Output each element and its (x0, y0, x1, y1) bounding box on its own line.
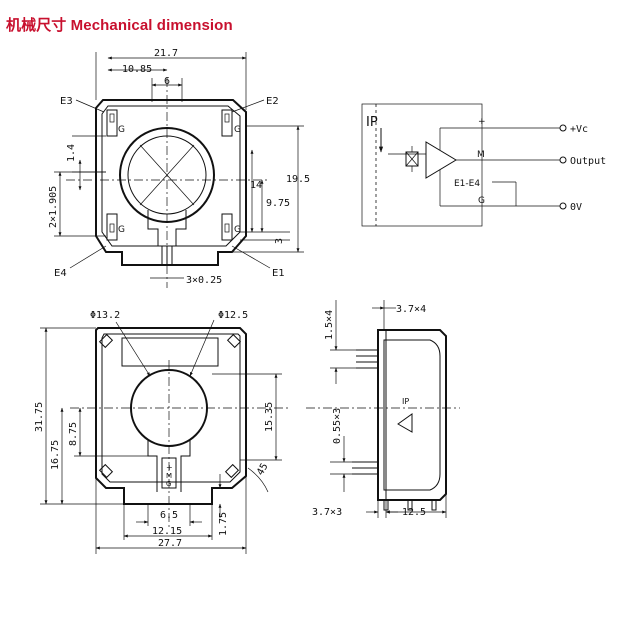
side-ip: IP (402, 397, 409, 406)
dim-16-75: 16.75 (50, 440, 61, 470)
dim-45: 45 (255, 462, 271, 478)
front-view-body: + M G (95, 327, 247, 505)
dim-2x1-905: 2×1.905 (48, 186, 59, 228)
front-view: + M G Φ13.2 Φ12.5 31.75 16.75 8.75 15.35 (34, 310, 290, 554)
dim-6: 6 (164, 76, 170, 87)
dim-3: 3 (274, 238, 285, 244)
label-e2: E2 (266, 96, 279, 107)
dim-phi-13-2: Φ13.2 (90, 310, 120, 321)
schematic-0v: 0V (570, 202, 582, 213)
label-e4: E4 (54, 268, 67, 279)
dim-10-85: 10.85 (122, 64, 152, 75)
top-view: 21.7 10.85 6 19.5 14 9.75 3 1.4 2×1.905 … (48, 48, 310, 288)
dim-3-7x3: 3.7×3 (312, 507, 342, 518)
label-e1: E1 (272, 268, 285, 279)
side-view: IP 3.7×4 1.5×4 0.55×3 3.7×3 12.5 (306, 300, 460, 518)
dim-27-7: 27.7 (158, 538, 182, 549)
dim-8-75: 8.75 (68, 422, 79, 446)
dim-3-7x4: 3.7×4 (396, 304, 426, 315)
dim-31-75: 31.75 (34, 402, 45, 432)
dim-12-5: 12.5 (402, 507, 426, 518)
dim-3x0-25: 3×0.25 (186, 275, 222, 286)
dim-21-7: 21.7 (154, 48, 178, 59)
dim-1-75: 1.75 (218, 512, 229, 536)
schematic-m: M (477, 150, 485, 160)
dim-phi-12-5: Φ12.5 (218, 310, 248, 321)
side-view-body: IP (352, 329, 447, 511)
pin-plus: + (166, 463, 173, 472)
dim-1-5x4: 1.5×4 (324, 310, 335, 340)
schematic-e1e4: E1-E4 (454, 179, 480, 189)
label-e3: E3 (60, 96, 73, 107)
dim-9-75: 9.75 (266, 198, 290, 209)
dim-15-35: 15.35 (264, 402, 275, 432)
dim-1-4: 1.4 (66, 144, 77, 162)
label-g-bl: G (118, 225, 125, 235)
schematic-plus: + (478, 117, 486, 127)
page-title: 机械尺寸 Mechanical dimension (6, 17, 233, 34)
label-g-tl: G (118, 125, 125, 135)
label-g-tr: G (234, 125, 241, 135)
label-g-br: G (234, 225, 241, 235)
circuit-schematic: IP + M E1-E4 G +Vc Output 0V (361, 103, 606, 227)
schematic-g: G (478, 196, 485, 206)
dim-0-55x3: 0.55×3 (332, 408, 343, 444)
dim-12-15: 12.15 (152, 526, 182, 537)
dim-6-5: 6.5 (160, 510, 178, 521)
schematic-ip: IP (366, 115, 378, 130)
dim-14: 14 (250, 180, 262, 191)
schematic-vc: +Vc (570, 124, 588, 135)
dim-19-5: 19.5 (286, 174, 310, 185)
schematic-output: Output (570, 156, 606, 167)
